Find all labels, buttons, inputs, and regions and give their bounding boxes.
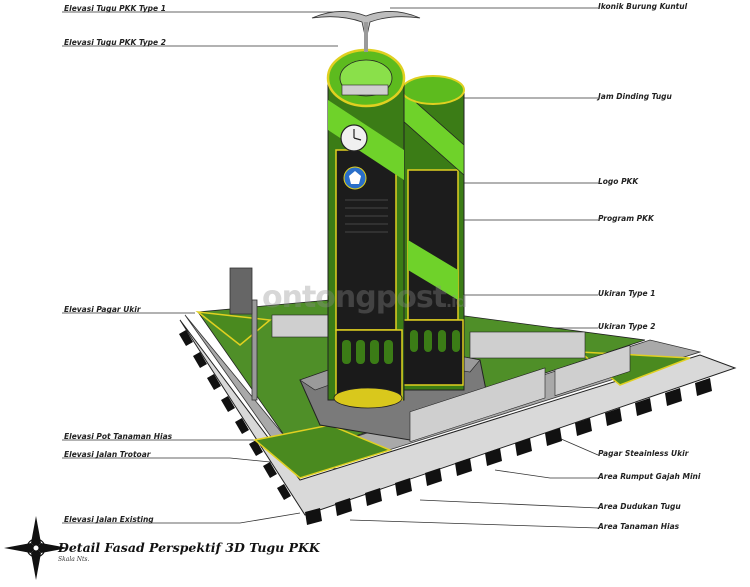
- label-elevasi-jalan-existing: Elevasi Jalan Existing: [64, 515, 154, 524]
- label-elevasi-pagar-ukir: Elevasi Pagar Ukir: [64, 305, 141, 314]
- diagram-title: Detail Fasad Perspektif 3D Tugu PKK: [58, 540, 320, 555]
- compass-rose-icon: [4, 516, 68, 580]
- label-elevasi-tugu-type1: Elevasi Tugu PKK Type 1: [64, 4, 166, 13]
- label-area-rumput: Area Rumput Gajah Mini: [598, 472, 701, 481]
- front-planter: [253, 424, 393, 479]
- watermark: ontongpost.id: [262, 280, 467, 315]
- program-text-lines: [345, 199, 388, 233]
- stainless-fence: [271, 314, 631, 443]
- label-area-tanaman: Area Tanaman Hias: [598, 522, 680, 531]
- tower-right: [401, 75, 465, 391]
- label-logo-pkk: Logo PKK: [598, 177, 639, 186]
- label-pagar-stainless: Pagar Steainless Ukir: [598, 449, 689, 458]
- label-ikonik-burung: Ikonik Burung Kuntul: [598, 2, 688, 11]
- leader-line-dudukan: [419, 499, 599, 509]
- label-elevasi-pot-tanaman: Elevasi Pot Tanaman Hias: [64, 432, 173, 441]
- lamp-post: [229, 267, 258, 401]
- curb-checker: [179, 330, 712, 525]
- label-jam-dinding: Jam Dinding Tugu: [598, 92, 672, 101]
- label-elevasi-tugu-type2: Elevasi Tugu PKK Type 2: [64, 38, 166, 47]
- pkk-logo-icon: [343, 166, 367, 190]
- diagram-subtitle: Skala Nts.: [58, 556, 90, 563]
- label-ukiran-type1: Ukiran Type 1: [598, 289, 656, 298]
- label-ukiran-type2: Ukiran Type 2: [598, 322, 656, 331]
- clock-icon: [340, 124, 368, 152]
- leader-line-rumput: [494, 469, 598, 479]
- leader-line-tanaman: [349, 519, 599, 529]
- tower-left: [326, 48, 406, 409]
- label-program-pkk: Program PKK: [598, 214, 654, 223]
- label-area-dudukan: Area Dudukan Tugu: [598, 502, 681, 511]
- bird-icon: [311, 11, 421, 52]
- leader-line-existing: [62, 512, 301, 524]
- watermark-suffix: .id: [446, 292, 467, 311]
- label-elevasi-jalan-trotoar: Elevasi Jalan Trotoar: [64, 450, 151, 459]
